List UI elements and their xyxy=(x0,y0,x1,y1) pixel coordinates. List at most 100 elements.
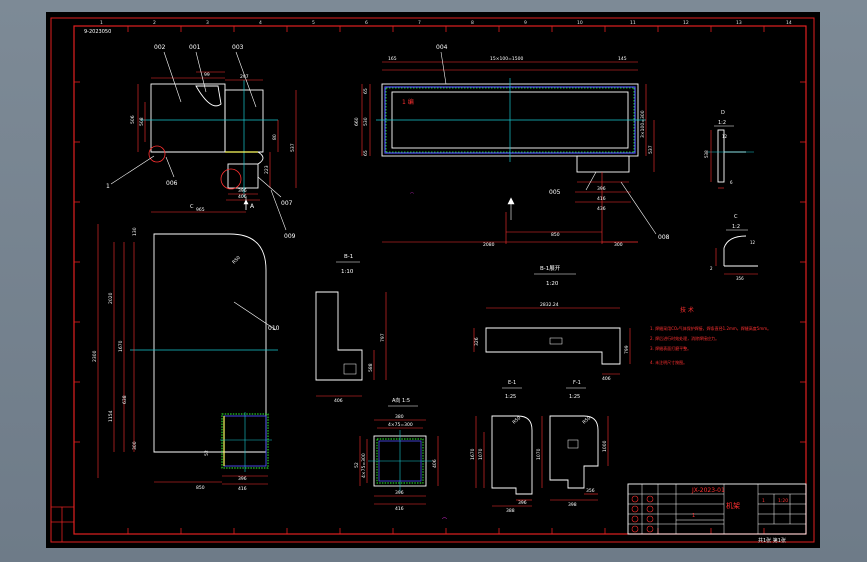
dim-radius-e: R50 xyxy=(511,415,522,425)
section-marker-c: C xyxy=(190,204,194,210)
dim-380: 380 xyxy=(395,414,404,420)
view-e1: E-1 1:25 1670 1070 388 396 R50 xyxy=(470,380,533,514)
dim-416: 416 xyxy=(597,196,606,202)
view-large-panel: 010 2300 2020 1670 1154 638 300 130 850 … xyxy=(92,224,280,492)
dim-396-e: 396 xyxy=(518,500,527,506)
dim-65-bottom: 65 xyxy=(363,150,369,156)
dim-850-b: 850 xyxy=(196,485,205,491)
dim-1000: 1000 xyxy=(602,440,608,452)
zone-number-9: 9 xyxy=(524,20,527,26)
callout-009: 009 xyxy=(284,233,296,240)
callout-010: 010 xyxy=(268,325,280,332)
dim-965: 965 xyxy=(196,207,205,213)
callout-002: 002 xyxy=(154,44,166,51)
dim-2020: 2020 xyxy=(108,292,114,304)
dim-660: 660 xyxy=(354,117,360,126)
detail-d-label: D xyxy=(721,110,725,116)
view-expand-scale: 1:20 xyxy=(546,281,559,287)
dim-416-c: 416 xyxy=(395,506,404,512)
dim-388: 388 xyxy=(506,508,515,514)
detail-d-scale: 1:2 xyxy=(718,120,726,126)
view-e1-scale: 1:25 xyxy=(505,394,516,400)
dim-416-b: 416 xyxy=(238,486,247,492)
title-block-code: JX-2023-01 xyxy=(691,487,725,494)
outer-frame xyxy=(50,17,815,543)
dim-300-b: 300 xyxy=(132,441,138,450)
dim-406-d: 406 xyxy=(432,459,438,468)
dim-2832: 2832.24 xyxy=(540,302,559,308)
callout-006: 006 xyxy=(166,180,178,187)
zone-number-2: 2 xyxy=(153,20,156,26)
dim-799: 799 xyxy=(624,345,630,354)
zone-number-13: 13 xyxy=(736,20,742,26)
zone-number-11: 11 xyxy=(630,20,636,26)
dim-396-d: 396 xyxy=(395,490,404,496)
drawing-code-top: 9-2023050 xyxy=(84,29,111,35)
weld-symbol-top: ⌒ xyxy=(410,191,414,197)
view-b1: B-1 1:10 797 588 406 xyxy=(315,254,387,404)
view-top-left-assembly: 002 001 003 1 006 007 009 99 297 506 508… xyxy=(106,44,297,240)
view-a: A向 1:5 380 4×75=300 52 4×75=300 406 396 … xyxy=(354,397,447,524)
dim-537: 537 xyxy=(290,143,296,152)
title-block-sheet: 1 xyxy=(692,513,695,519)
dim-588: 588 xyxy=(368,363,374,372)
note-1: 1. 焊缝采用CO₂气体保护焊接，焊条直径1.2mm，焊缝高度5mm。 xyxy=(650,325,771,331)
dim-2080: 2080 xyxy=(483,242,495,248)
detail-d: D 1:2 538 6 12 xyxy=(704,110,754,189)
dim-506: 506 xyxy=(130,115,136,124)
dim-3x100: 3×100=300 xyxy=(640,110,646,138)
callout-007: 007 xyxy=(281,200,293,207)
view-f1-scale: 1:25 xyxy=(569,394,580,400)
callout-005: 005 xyxy=(549,189,561,196)
zone-number-14: 14 xyxy=(786,20,792,26)
dim-326: 326 xyxy=(474,337,480,346)
dim-4x75: 4×75=300 xyxy=(388,422,413,428)
dim-356-c: 356 xyxy=(736,276,744,281)
zone-number-7: 7 xyxy=(418,20,421,26)
dim-406-c: 406 xyxy=(602,376,611,382)
zone-numbers: 1 2 3 4 5 6 7 8 9 10 11 12 13 14 xyxy=(100,20,792,26)
dim-2300: 2300 xyxy=(92,350,98,362)
technical-notes: 技 术 1. 焊缝采用CO₂气体保护焊接，焊条直径1.2mm，焊缝高度5mm。 … xyxy=(650,306,771,365)
dim-12: 12 xyxy=(722,134,728,139)
title-block-sheet-count: 共1张 第1张 xyxy=(758,537,786,544)
dim-52-b: 52 xyxy=(354,462,360,468)
dim-radius-f: R50 xyxy=(581,415,592,425)
view-b1-title: B-1 xyxy=(344,254,353,260)
view-top-long-frame: 004 005 008 165 15×100=1500 145 660 530 … xyxy=(354,44,670,248)
dim-638: 638 xyxy=(122,395,128,404)
callout-001: 001 xyxy=(189,44,201,51)
dim-1154: 1154 xyxy=(108,410,114,422)
note-title: 技 术 xyxy=(680,306,694,314)
callout-004: 004 xyxy=(436,44,448,51)
dim-1670: 1670 xyxy=(118,340,124,352)
callout-003: 003 xyxy=(232,44,244,51)
dim-6: 6 xyxy=(730,180,733,185)
zone-number-12: 12 xyxy=(683,20,689,26)
dim-52: 52 xyxy=(204,450,210,456)
inner-mark: 1 编 xyxy=(402,98,414,106)
zone-number-3: 3 xyxy=(206,20,209,26)
view-e1-title: E-1 xyxy=(508,380,516,386)
section-marker-a: A xyxy=(250,203,255,210)
dim-130: 130 xyxy=(132,227,138,236)
title-block: JX-2023-01 机架 1 1 1:20 共1张 第1张 xyxy=(627,483,807,544)
dim-398: 398 xyxy=(568,502,577,508)
detail-c: C 1:2 356 2 12 xyxy=(710,214,758,281)
zone-number-6: 6 xyxy=(365,20,368,26)
zone-ticks xyxy=(74,26,806,534)
title-block-scale: 1:20 xyxy=(778,498,788,504)
note-2: 2. 焊后进行时效处理，消除焊接应力。 xyxy=(650,335,719,341)
cad-viewport[interactable]: 1 2 3 4 5 6 7 8 9 10 11 12 13 14 9-20230… xyxy=(46,12,820,548)
dim-145: 145 xyxy=(618,56,627,62)
dim-223: 223 xyxy=(264,165,270,174)
zone-number-5: 5 xyxy=(312,20,315,26)
dim-80: 80 xyxy=(272,134,278,140)
dim-1070: 1070 xyxy=(478,448,484,460)
dim-99: 99 xyxy=(204,72,210,78)
dim-396: 396 xyxy=(238,188,247,194)
view-a-title: A向 1:5 xyxy=(392,397,410,404)
callout-008: 008 xyxy=(658,234,670,241)
dim-508: 508 xyxy=(139,117,145,126)
view-b1-expanded: B-1展开 1:20 2832.24 326 799 406 xyxy=(473,265,631,382)
